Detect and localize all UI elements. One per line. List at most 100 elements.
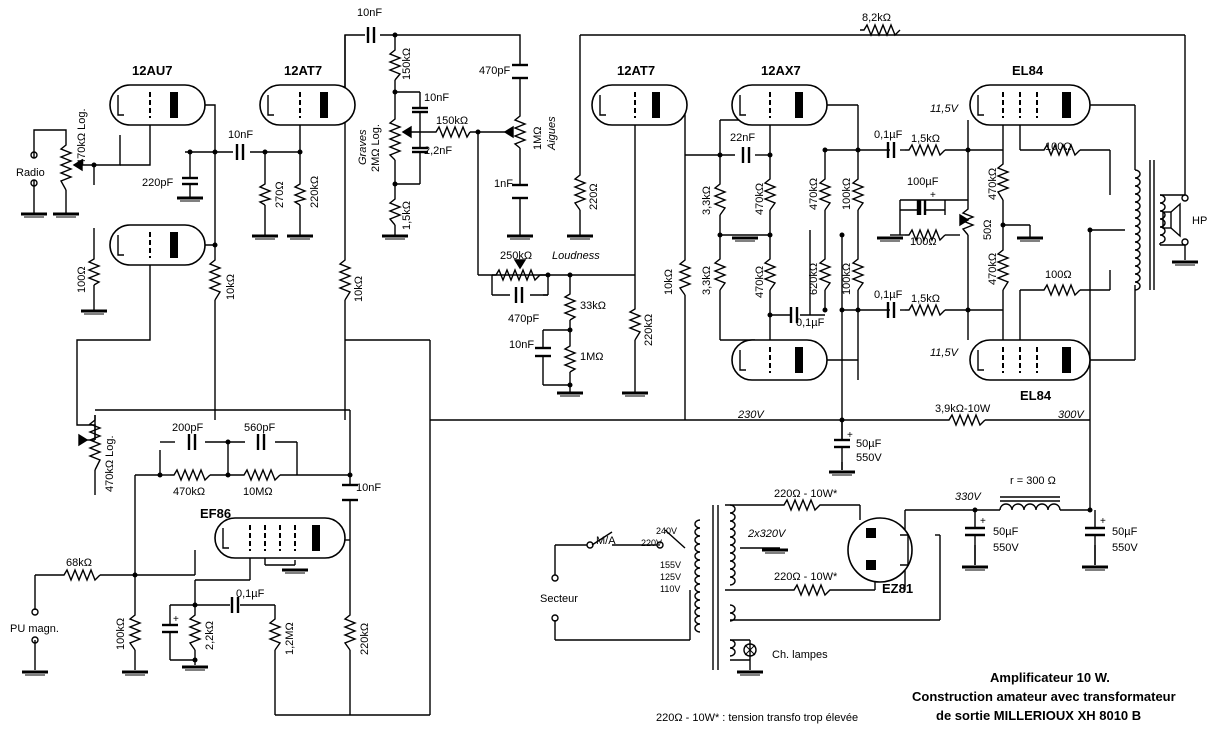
resistor xyxy=(343,610,357,651)
label: 150kΩ xyxy=(436,115,468,127)
resistors xyxy=(60,23,1081,651)
tube-label: 12AT7 xyxy=(617,63,655,78)
resistor xyxy=(258,180,273,206)
label: 220kΩ xyxy=(309,176,321,208)
io-labels: Radio PU magn. Secteur HP M/A Ch. lampes xyxy=(10,167,1207,661)
wiring xyxy=(33,34,1186,716)
label: 220Ω - 10W* xyxy=(774,488,838,500)
label: 100Ω xyxy=(910,236,937,248)
resistor xyxy=(268,615,282,651)
label: 100µF xyxy=(907,176,939,188)
pot-loudness xyxy=(492,268,548,282)
label: 220V xyxy=(641,538,662,548)
label: 230V xyxy=(737,409,765,421)
choke-inductor xyxy=(999,496,1061,511)
label: 100Ω xyxy=(1045,269,1072,281)
label: 50µF xyxy=(1112,526,1138,538)
tube-el84-bottom xyxy=(969,339,1091,381)
label: 150kΩ xyxy=(401,48,413,80)
label: 620kΩ xyxy=(808,263,820,295)
label: 110V xyxy=(660,584,680,594)
resistor xyxy=(763,255,777,291)
polarity-marks: + + + + + xyxy=(173,190,1106,625)
resistor xyxy=(128,610,142,651)
ch-lampes-label: Ch. lampes xyxy=(772,649,828,661)
label: 1,2MΩ xyxy=(284,622,296,655)
label: 2,2kΩ xyxy=(204,621,216,650)
resistor xyxy=(208,255,222,301)
label: 330V xyxy=(955,491,982,503)
resistor xyxy=(170,468,211,482)
label: 100Ω xyxy=(1045,141,1072,153)
label: 100kΩ xyxy=(115,618,127,650)
label: Aigues xyxy=(546,116,558,151)
resistor xyxy=(87,255,101,286)
label: 1,5kΩ xyxy=(911,293,940,305)
label: 0,1µF xyxy=(874,129,903,141)
speaker-icon xyxy=(1162,202,1181,238)
label: 2MΩ Log. xyxy=(370,124,382,172)
pot-graves xyxy=(388,115,402,161)
terminals xyxy=(30,151,1189,644)
label: 100kΩ xyxy=(841,178,853,210)
label: 470kΩ xyxy=(173,486,205,498)
resistor xyxy=(818,175,832,211)
label: 100Ω xyxy=(76,266,88,293)
hp-label: HP xyxy=(1192,215,1207,227)
label: 11,5V xyxy=(930,103,960,115)
tube-label: 12AX7 xyxy=(761,63,801,78)
label: 50µF xyxy=(993,526,1019,538)
resistor xyxy=(905,143,946,157)
svg-text:+: + xyxy=(173,614,179,625)
svg-text:+: + xyxy=(930,190,936,201)
label: 560pF xyxy=(244,422,275,434)
resistor xyxy=(388,45,402,81)
tube-label: EF86 xyxy=(200,506,231,521)
cap-leads xyxy=(169,184,1096,640)
tube-12au7-bottom xyxy=(109,224,206,266)
resistor xyxy=(818,255,832,291)
resistor xyxy=(563,342,577,373)
label: 33kΩ xyxy=(580,300,606,312)
label: 3,3kΩ xyxy=(701,186,713,215)
label: 550V xyxy=(993,542,1019,554)
resistor xyxy=(188,610,202,651)
title-line-3: de sortie MILLERIOUX XH 8010 B xyxy=(936,708,1141,723)
label: 68kΩ xyxy=(66,557,92,569)
notes: 220Ω - 10W* : tension transfo trop élevé… xyxy=(656,670,1176,724)
resistor xyxy=(1040,283,1081,297)
label: 1,5kΩ xyxy=(911,133,940,145)
label: 470kΩ xyxy=(808,178,820,210)
pu-label: PU magn. xyxy=(10,623,59,635)
label: 10kΩ xyxy=(353,276,365,302)
label: 3,9kΩ-10W xyxy=(935,403,991,415)
resistor xyxy=(851,175,865,211)
label: 250kΩ xyxy=(500,250,532,262)
tube-label: EL84 xyxy=(1020,388,1052,403)
resistor xyxy=(240,468,281,482)
tube-label: 12AU7 xyxy=(132,63,172,78)
label: 10nF xyxy=(357,7,382,19)
svg-text:+: + xyxy=(847,430,853,441)
resistor xyxy=(60,568,101,582)
power-transformer xyxy=(586,504,736,670)
label: Graves xyxy=(357,129,369,165)
label: 240V xyxy=(656,526,677,536)
tube-label: 12AT7 xyxy=(284,63,322,78)
label: 10nF xyxy=(356,482,381,494)
resistor xyxy=(338,255,352,301)
resistor xyxy=(293,180,308,206)
resistor xyxy=(432,125,471,139)
label: 300V xyxy=(1058,409,1085,421)
secteur-label: Secteur xyxy=(540,593,578,605)
label: 3,3kΩ xyxy=(701,266,713,295)
label: 8,2kΩ xyxy=(862,12,891,24)
resistor xyxy=(780,498,830,512)
resistor xyxy=(628,305,642,341)
label: 470pF xyxy=(508,313,539,325)
resistor xyxy=(713,255,727,291)
label: 10kΩ xyxy=(663,269,675,295)
resistor xyxy=(905,303,946,317)
tube-12ax7-bottom xyxy=(731,339,828,381)
